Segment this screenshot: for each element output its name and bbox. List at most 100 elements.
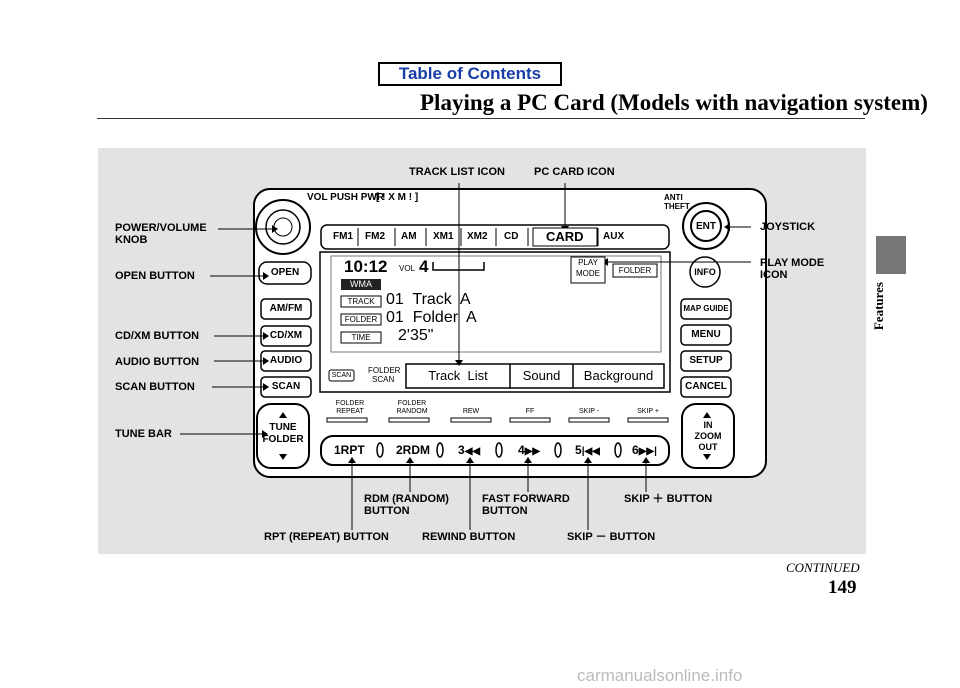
callout-cd-xm-button: CD/XM BUTTON [115,330,200,342]
card-button-highlight [532,227,598,247]
zoom-out-label[interactable]: OUT [698,442,718,452]
info-button-shape [689,256,721,288]
secondary-bar-ff [509,417,551,423]
track-tag-box [340,295,382,308]
scan-button[interactable]: SCAN [271,381,301,392]
preset-button-3-rewind[interactable]: 3◀◀ [458,443,481,457]
time-tag-box [340,331,382,344]
folder-label[interactable]: FOLDER [262,434,304,445]
xm-logo: [ ! X M ! ] [376,192,419,203]
callout-power-volume-knob: POWER/VOLUME KNOB [115,222,207,246]
folder-mode-label: FOLDER [618,266,652,275]
amfm-button-shape [260,298,312,320]
open-button[interactable]: OPEN [270,267,300,278]
band-button-fm1[interactable]: FM1 [333,231,353,242]
scan-tag: SCAN [331,372,352,379]
info-button[interactable]: INFO [694,267,716,277]
am-fm-button[interactable]: AM/FM [269,303,303,314]
callout-open-button: OPEN BUTTON [115,270,195,282]
callout-pc-card-icon: PC CARD ICON [534,166,615,178]
cancel-button-shape [680,376,732,398]
soft-tab-background[interactable]: Background [583,368,654,383]
preset-button-1-rpt[interactable]: 1RPT [334,443,365,457]
callout-fast-forward-button: FAST FORWARD BUTTON [482,493,570,517]
map-guide-button[interactable]: MAP GUIDE [683,304,729,313]
tune-bar-shape [256,403,310,469]
wma-badge [341,279,381,290]
band-button-xm1[interactable]: XM1 [433,231,454,242]
band-button-card[interactable]: CARD [546,229,584,244]
time-tag: TIME [351,333,371,342]
band-button-xm2[interactable]: XM2 [467,231,488,242]
zoom-label: ZOOM [694,431,722,441]
secondary-label-folder-random: FOLDER RANDOM [396,400,428,415]
display-vol-label: VOL [399,264,416,273]
callout-track-list-icon: TRACK LIST ICON [409,166,505,178]
preset-button-6-skip-plus[interactable]: 6▶▶| [632,443,657,457]
callout-play-mode-icon: PLAY MODE ICON [760,257,825,281]
play-mode-icon [570,256,606,284]
band-button-cd[interactable]: CD [504,231,519,242]
cancel-button[interactable]: CANCEL [685,381,727,392]
display-clock: 10:12 [344,257,388,276]
band-button-fm2[interactable]: FM2 [365,231,385,242]
folder-tag-box [340,313,382,326]
callout-skip-plus-button: SKIP ＋ BUTTON [624,493,713,505]
secondary-bar-folder-random [388,417,430,423]
section-tab-marker [876,236,906,274]
callout-rewind-button: REWIND BUTTON [422,531,516,543]
display-vol-value: 4 [419,257,429,276]
zoom-up-arrow-icon [703,412,711,418]
track-text: 01 Track A [386,291,471,308]
secondary-label-skip-plus: SKIP + [637,408,659,415]
secondary-bar-folder-repeat [326,417,368,423]
callout-arrowheads [262,223,730,463]
menu-button[interactable]: MENU [691,329,721,340]
setup-button-shape [680,350,732,372]
band-dividers [357,228,599,246]
callout-scan-button: SCAN BUTTON [115,381,195,393]
callout-rpt-button: RPT (REPEAT) BUTTON [264,531,389,543]
folder-tag: FOLDER [344,315,378,324]
map-guide-button-shape [680,298,732,320]
fast-forward-icon: ▶▶ [524,446,541,457]
soft-tab-bar [405,363,665,389]
band-button-am[interactable]: AM [401,231,417,242]
folder-mode-tag [612,263,658,278]
ent-button[interactable]: ENT [696,221,716,232]
preset-dividers [376,442,622,458]
folder-scan-label-2: SCAN [372,375,395,384]
preset-button-5-skip-minus[interactable]: 5|◀◀ [575,443,600,457]
secondary-bar-skip-minus [568,417,610,423]
open-button-shape [258,261,312,285]
callout-tune-bar: TUNE BAR [115,428,172,440]
soft-tab-sound[interactable]: Sound [522,368,561,383]
band-button-aux[interactable]: AUX [603,231,625,242]
preset-strip [320,435,670,466]
preset-button-4-fast-forward[interactable]: 4▶▶ [518,443,541,457]
preset-button-2-rdm[interactable]: 2RDM [396,443,431,457]
tune-label[interactable]: TUNE [269,422,297,433]
secondary-label-ff: FF [525,408,535,415]
continued-note: CONTINUED [786,560,860,575]
callout-joystick: JOYSTICK [760,221,816,233]
cd-xm-button[interactable]: CD/XM [269,330,303,341]
setup-button[interactable]: SETUP [689,355,723,366]
audio-button[interactable]: AUDIO [269,355,303,366]
callout-leaders [180,183,751,530]
soft-tab-track-list[interactable]: Track List [428,368,488,383]
anti-theft-label: ANTI THEFT [664,193,690,211]
secondary-label-skip-minus: SKIP - [578,408,600,415]
page-number: 149 [828,577,857,598]
title-rule [97,118,865,119]
secondary-bar-rew [450,417,492,423]
callout-skip-minus-button: SKIP － BUTTON [567,531,656,543]
secondary-bar-skip-plus [627,417,669,423]
zoom-bar-shape [681,403,735,469]
track-tag: TRACK [347,297,375,306]
play-mode-label-play: PLAY [578,258,598,267]
secondary-label-folder-repeat: FOLDER REPEAT [335,400,365,415]
table-of-contents-link[interactable]: Table of Contents [378,62,562,86]
zoom-in-label[interactable]: IN [703,420,713,430]
